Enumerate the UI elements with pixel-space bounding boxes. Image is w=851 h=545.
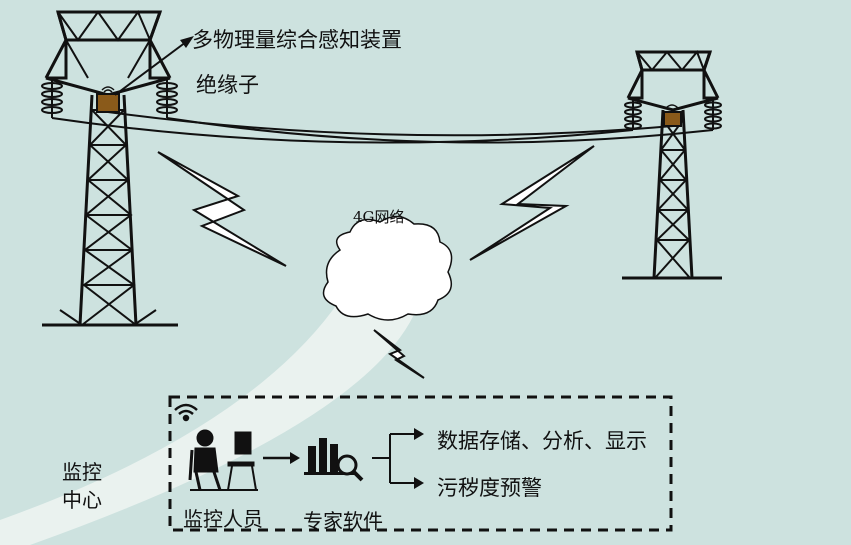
transmission-tower-icon [622, 50, 722, 280]
cloud-icon [322, 215, 453, 321]
monitor-staff-label: 监控人员 [183, 507, 263, 531]
arrow-icon [414, 477, 424, 489]
monitoring-center-box [168, 395, 673, 532]
lightning-icon [157, 151, 287, 267]
storage-label: 数据存储、分析、显示 [437, 429, 647, 453]
arrow-icon [372, 433, 414, 484]
insulator-icon [624, 98, 642, 130]
operator-icon [188, 429, 258, 491]
sensor-device-icon [663, 104, 682, 127]
sensor-device-icon [96, 86, 120, 113]
insulator-icon [41, 78, 63, 118]
transmission-tower-icon [42, 9, 178, 327]
device-label: 多物理量综合感知装置 [192, 28, 402, 52]
arrow-icon [414, 428, 424, 440]
arrow-icon [114, 36, 194, 96]
lightning-icon [469, 145, 595, 261]
wifi-icon [174, 403, 198, 422]
warning-label: 污秽度预警 [437, 476, 542, 500]
lightning-icon [373, 329, 425, 379]
insulator-label: 绝缘子 [196, 73, 259, 97]
insulator-icon [704, 98, 722, 130]
expert-software-label: 专家软件 [303, 509, 383, 533]
network-label: 4G网络 [353, 208, 405, 226]
analytics-icon [304, 438, 364, 482]
monitoring-center-label: 监控中心 [62, 460, 102, 512]
signal-beam [0, 300, 420, 545]
insulator-icon [156, 78, 178, 118]
arrow-icon [263, 452, 300, 464]
power-line [51, 111, 714, 144]
